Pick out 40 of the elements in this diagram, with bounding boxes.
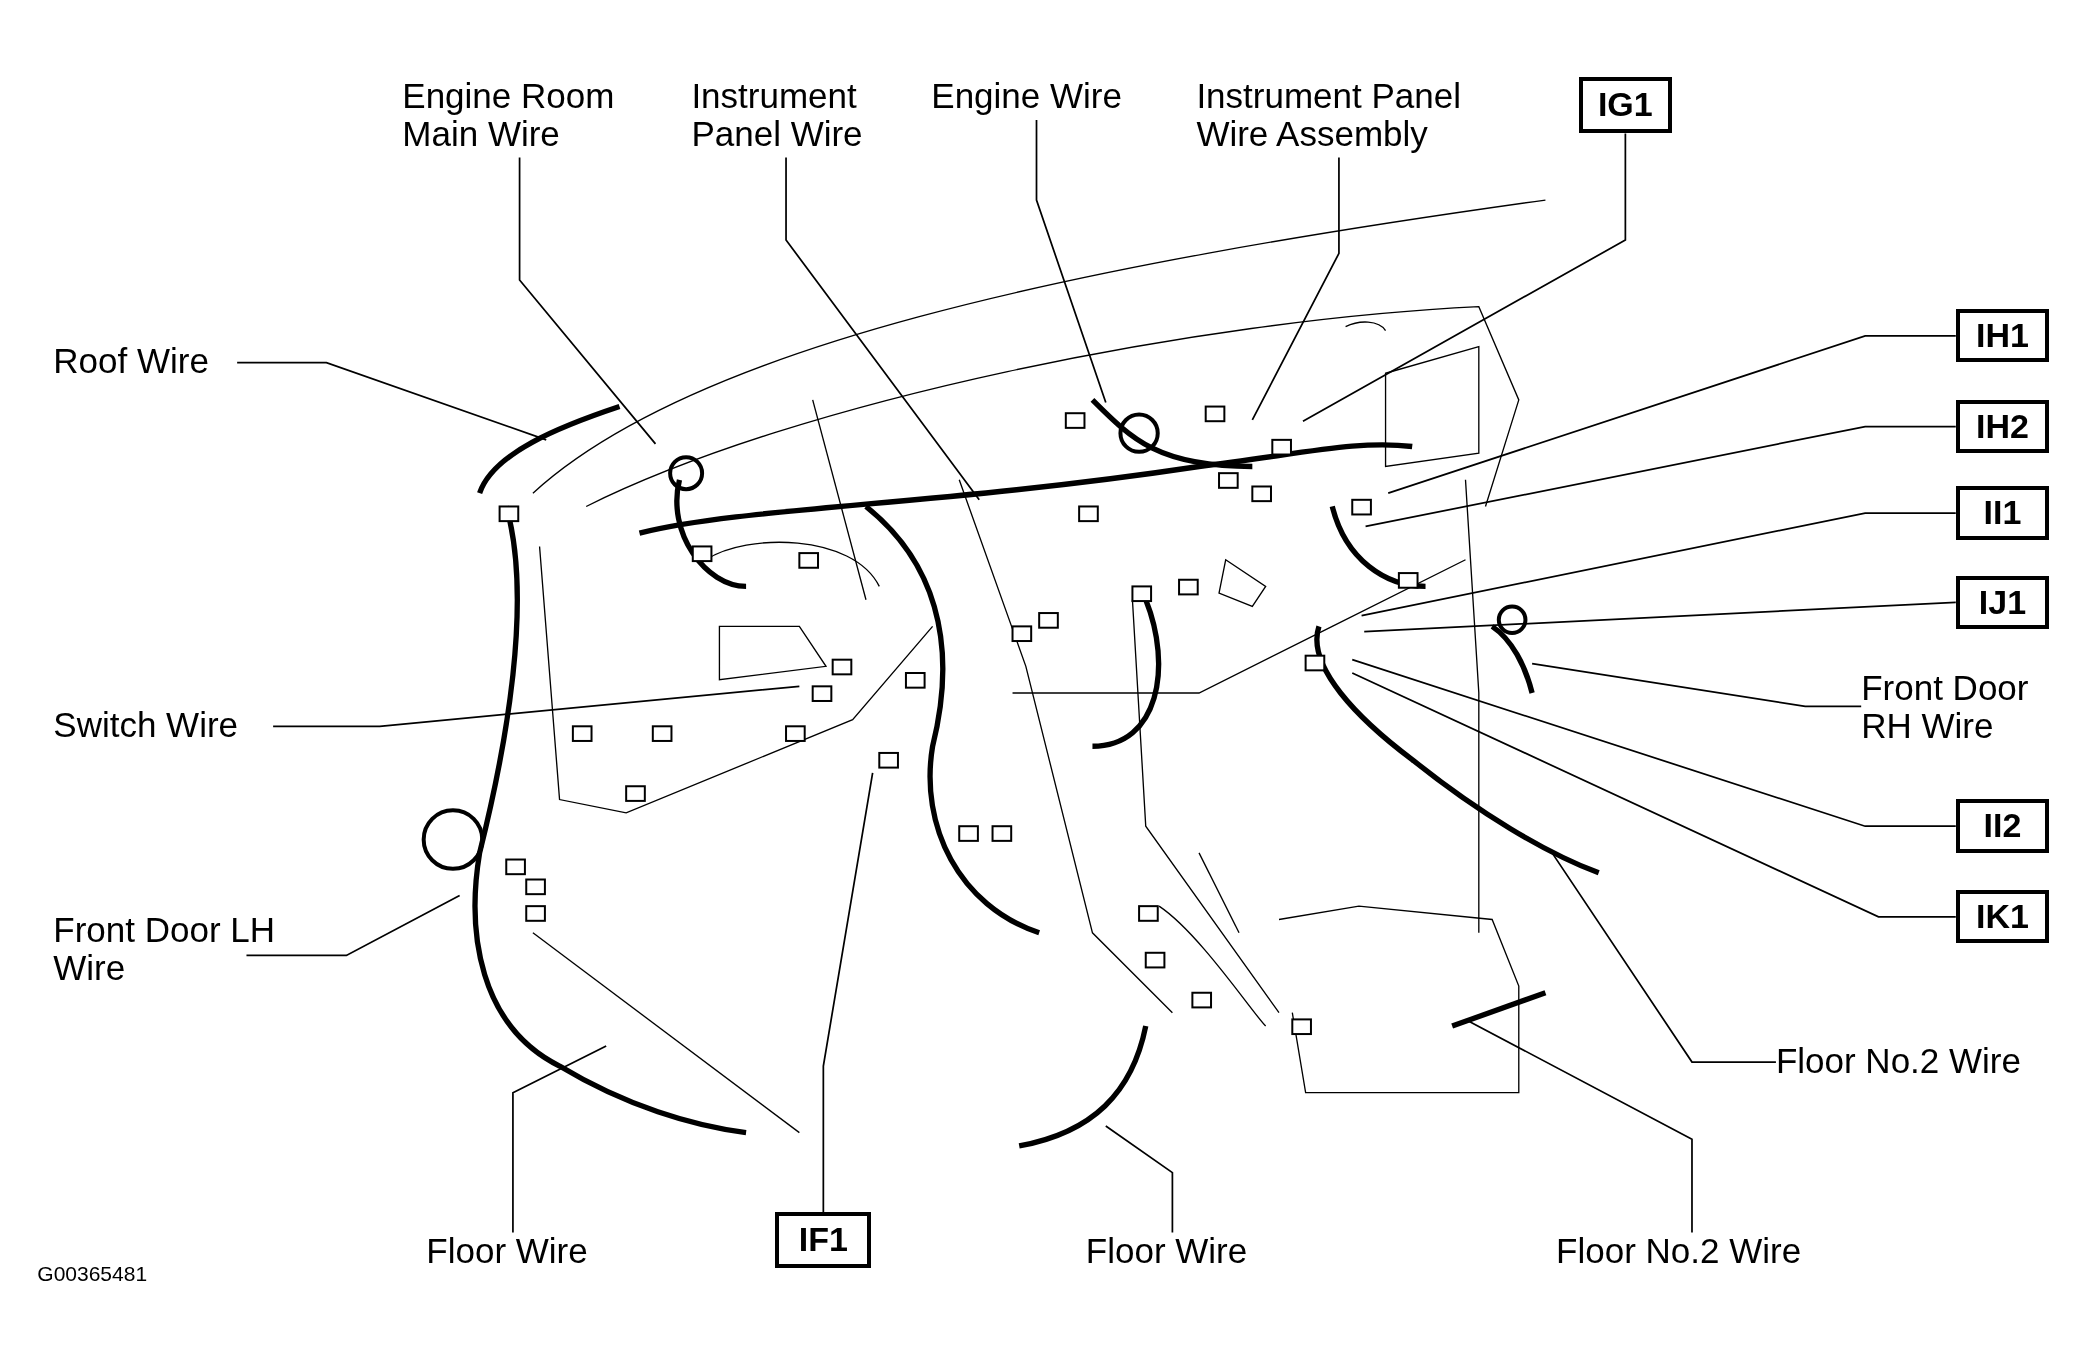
leader-line [518, 156, 657, 445]
leader-line [1531, 662, 1863, 708]
connector-code-label: IG1 [1578, 77, 1672, 134]
leader-line [785, 156, 981, 501]
leader-line [245, 894, 461, 957]
leader-line [1351, 672, 1957, 918]
leader-line [1302, 132, 1627, 423]
wire-name-label: Instrument Panel Wire [691, 77, 918, 154]
leader-line [1351, 658, 1957, 828]
connector-code-label: IJ1 [1955, 575, 2050, 629]
leader-line [822, 772, 874, 1214]
wire-name-label: Switch Wire [53, 706, 294, 745]
wire-name-label: Front Door RH Wire [1861, 668, 2088, 745]
wire-name-label: Engine Wire [931, 77, 1185, 116]
leader-line [1364, 425, 1957, 528]
leader-line [1360, 512, 1957, 617]
wire-name-label: Instrument Panel Wire Assembly [1196, 77, 1530, 154]
wire-name-label: Floor Wire [426, 1232, 640, 1271]
wire-name-label: Engine Room Main Wire [402, 77, 683, 154]
connector-code-label: II2 [1955, 799, 2050, 853]
leader-line [1387, 335, 1957, 494]
connector-code-label: IF1 [775, 1212, 872, 1269]
wire-name-label: Roof Wire [53, 342, 254, 381]
wire-name-label: Floor Wire [1085, 1232, 1299, 1271]
wire-name-label: Front Door LH Wire [53, 911, 280, 988]
leader-line [1251, 156, 1340, 421]
leader-line [236, 361, 548, 441]
wire-name-label: Floor No.2 Wire [1775, 1041, 2083, 1080]
connector-code-label: II1 [1955, 486, 2050, 540]
connector-code-label: IH1 [1955, 309, 2050, 363]
leader-line [512, 1045, 608, 1234]
wire-name-label: Floor No.2 Wire [1556, 1232, 1863, 1271]
leader-line [272, 685, 801, 728]
connector-code-label: IK1 [1955, 890, 2050, 944]
leader-line [1104, 1125, 1174, 1234]
connector-code-label: IH2 [1955, 399, 2050, 453]
leader-line [1035, 119, 1107, 404]
leader-line [1551, 852, 1777, 1063]
leader-line [1363, 601, 1957, 633]
figure-code: G00365481 [37, 1261, 148, 1286]
